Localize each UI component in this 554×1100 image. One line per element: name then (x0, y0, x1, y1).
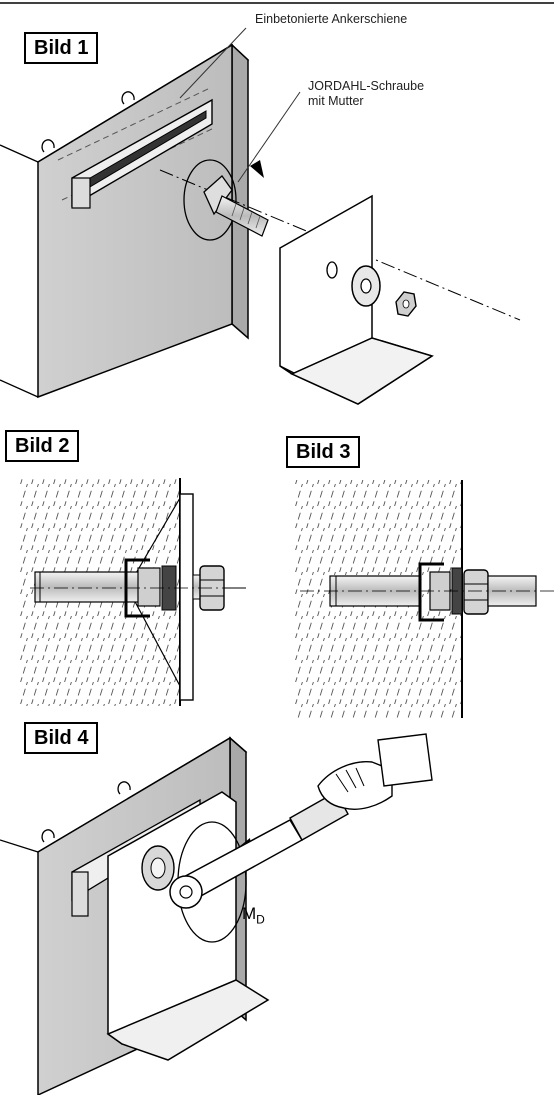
figure4-anchor-loop (117, 781, 131, 795)
figure1-annotation-bolt-line2: mit Mutter (308, 94, 364, 108)
figure1-rail-leader (179, 27, 247, 99)
figure1-anchor-loop (121, 91, 135, 105)
figure1-drawing (0, 27, 521, 405)
figure1-bolt-head (203, 175, 233, 216)
figure4-torque-label: MD (242, 904, 265, 926)
figure1-rotation-arc (183, 159, 237, 241)
figure4-drawing (0, 733, 433, 1097)
figure1-slab-side (231, 43, 249, 340)
figure1-annotation-rail: Einbetonierte Ankerschiene (255, 12, 408, 26)
figure2-bracket-plate (179, 493, 194, 701)
torque-symbol: M (242, 904, 257, 923)
figure3-title: Bild 3 (286, 436, 361, 468)
figure1-title: Bild 1 (24, 32, 99, 64)
figure4-sleeve-cuff (377, 733, 433, 787)
figure4-title: Bild 4 (24, 722, 99, 754)
figure2-drawing (18, 478, 246, 706)
figure1-annotation-bolt-line1: JORDAHL-Schraube (308, 79, 425, 93)
figure1-slab-face (37, 43, 233, 399)
figure4-anchor-loop (41, 829, 55, 843)
figure3-rail-channel (418, 562, 444, 622)
figure1-bolt-leader (237, 91, 301, 183)
figure2-title: Bild 2 (5, 430, 80, 462)
figure3-drawing (292, 480, 554, 718)
torque-subscript: D (256, 912, 265, 927)
figure3-nut (463, 569, 489, 615)
figure1-bolt-shank (215, 195, 269, 237)
figure2-bolt-shank (34, 571, 148, 603)
figure1-anchor-loop (41, 139, 55, 153)
